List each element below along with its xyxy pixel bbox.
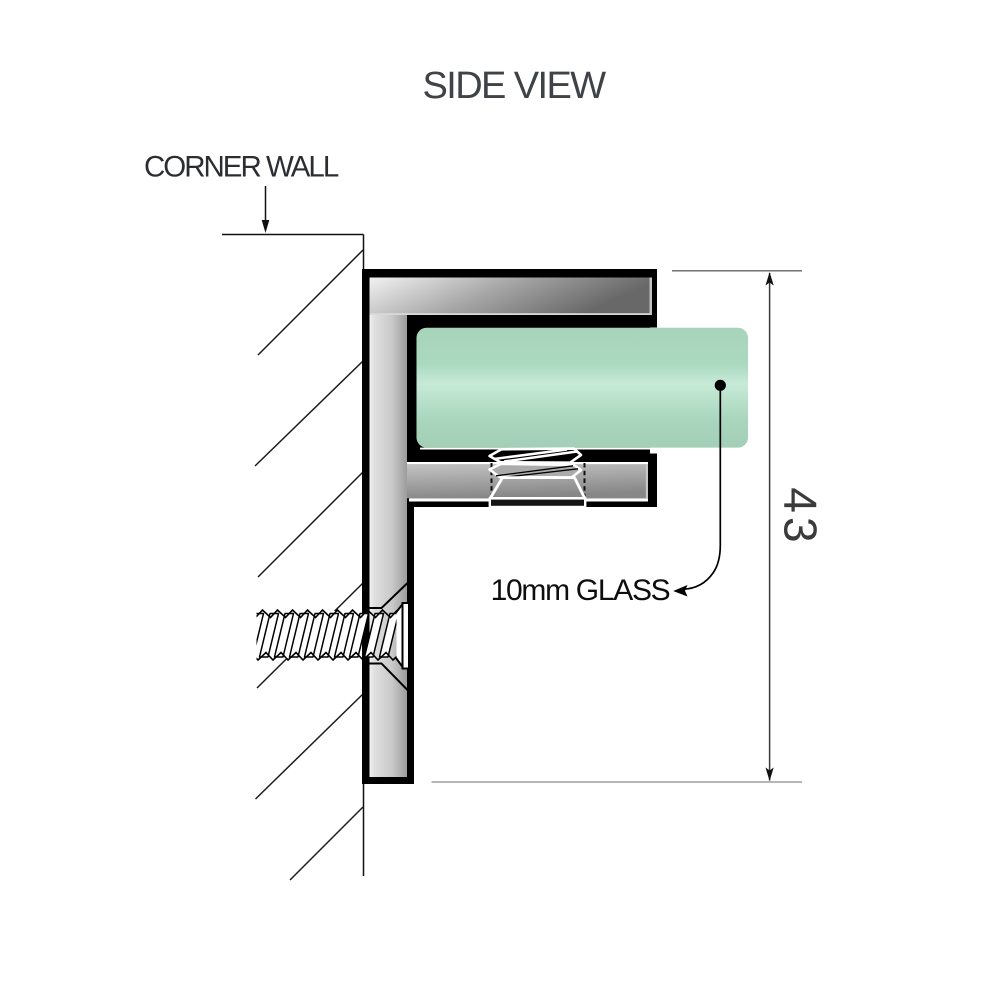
svg-text:SIDE VIEW: SIDE VIEW <box>423 65 607 107</box>
svg-text:CORNER WALL: CORNER WALL <box>144 151 339 184</box>
svg-text:43: 43 <box>775 487 827 546</box>
svg-text:10mm GLASS: 10mm GLASS <box>491 574 670 607</box>
